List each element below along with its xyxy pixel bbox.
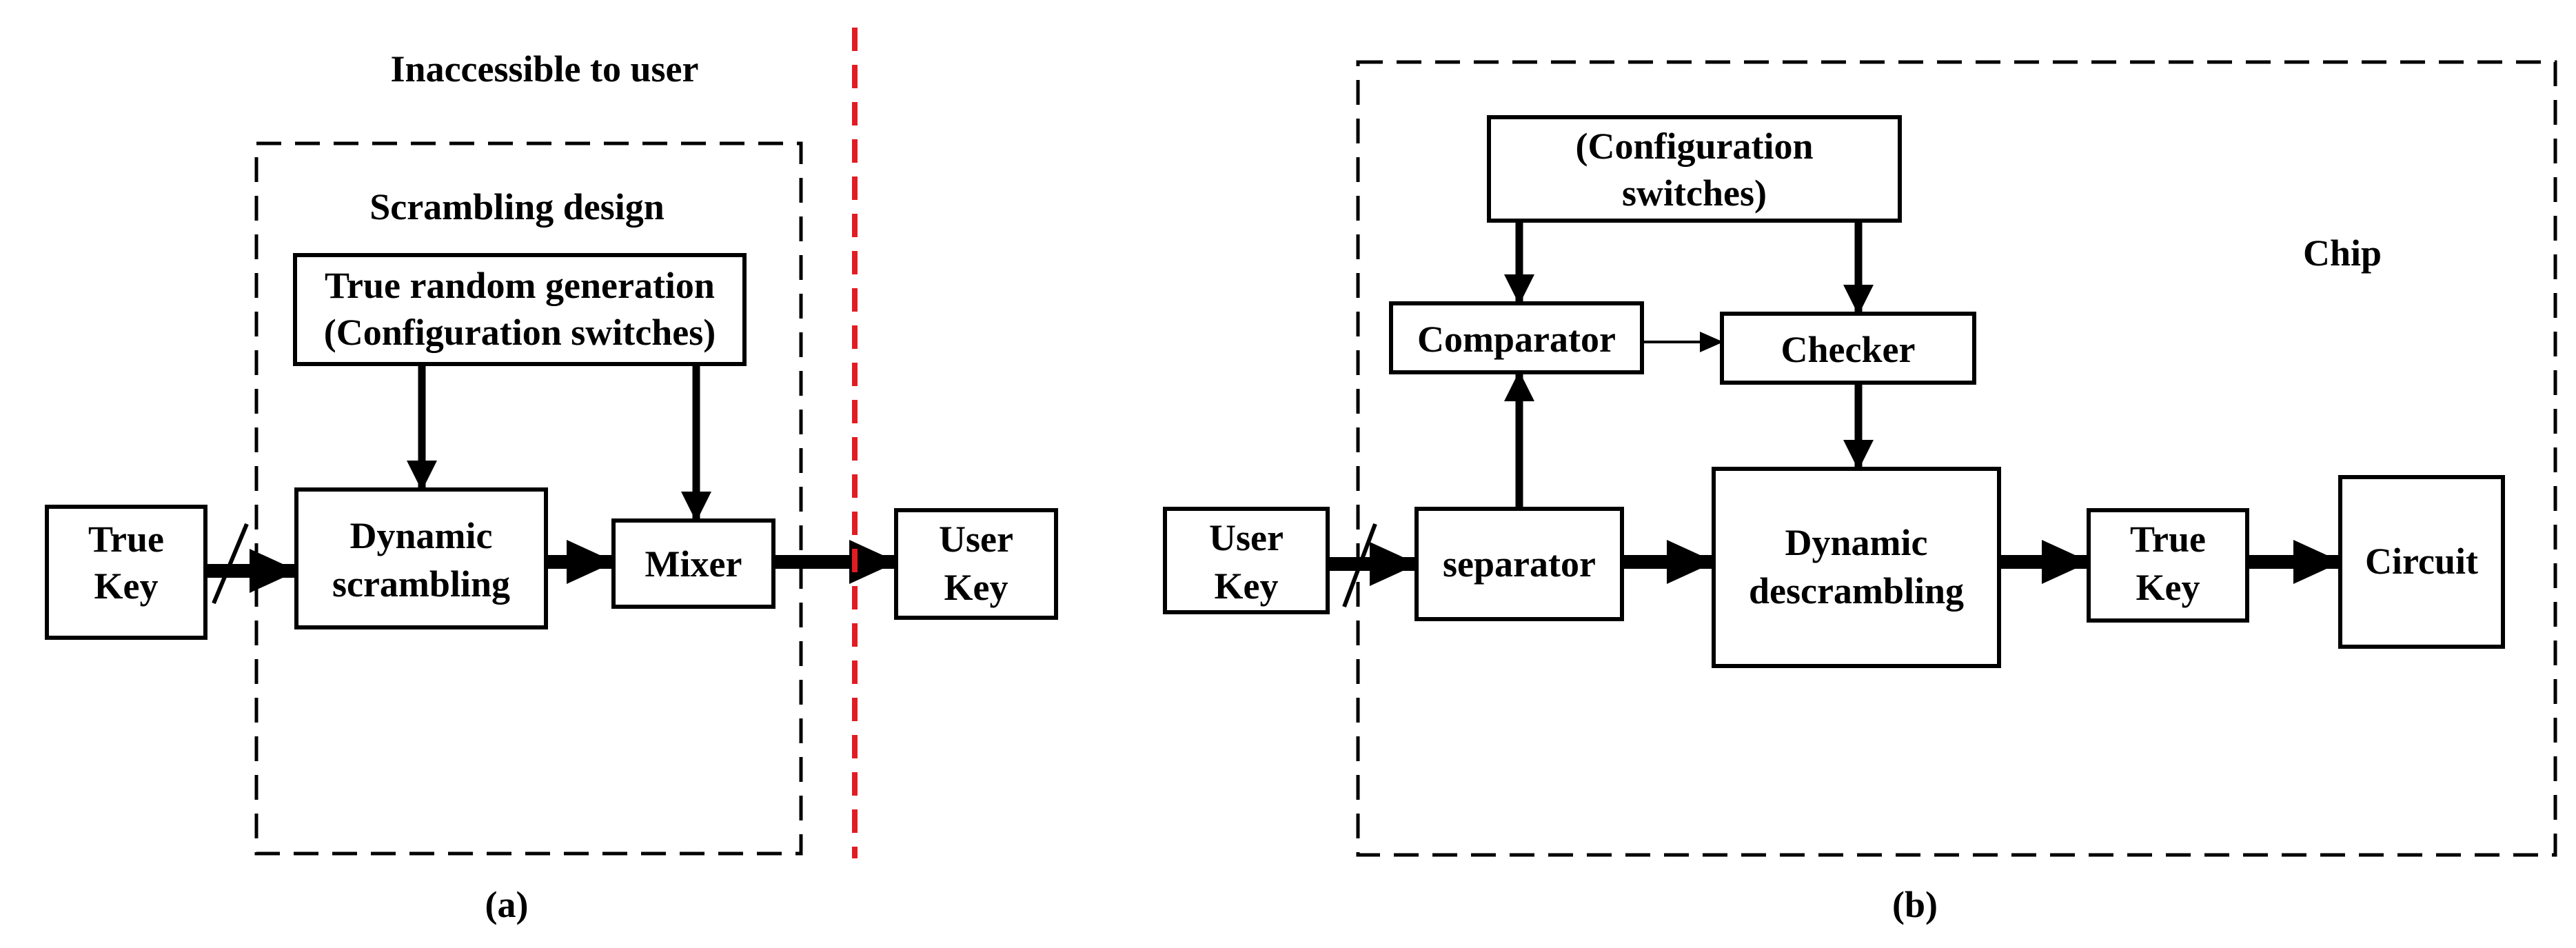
true-random-line2: (Configuration switches) [324,312,716,353]
dynamic-descrambling-line2: descrambling [1749,570,1964,612]
circuit-label: Circuit [2365,541,2478,582]
dynamic-descrambling-box [1712,467,2001,668]
circuit-box [2338,475,2505,649]
user-key-a-line1: User [939,518,1013,560]
comparator-label: Comparator [1417,319,1616,360]
chip-label: Chip [2303,232,2382,274]
checker-box [1720,312,1976,385]
panel-b: Chip (Configuration switches) Comparator… [1163,60,2557,925]
true-key-box-b [2087,508,2249,623]
true-random-generation-box [293,253,747,366]
true-random-line1: True random generation [325,265,715,306]
bus-slash-b [1342,523,1377,608]
user-key-a-line2: Key [944,567,1008,608]
dynamic-scrambling-line1: Dynamic [350,515,493,556]
dynamic-descrambling-line1: Dynamic [1785,522,1928,563]
panel-a: Inaccessible to user Scrambling design T… [45,48,1058,925]
config-switches-line2: switches) [1622,172,1767,214]
true-key-a-line1: True [88,518,164,560]
true-key-b-line1: True [2130,518,2206,560]
user-key-b-line2: Key [1215,565,1279,607]
dynamic-scrambling-box [294,487,548,629]
caption-a: (a) [485,884,529,925]
separator-label: separator [1443,543,1596,585]
true-key-a-line2: Key [94,565,159,607]
mixer-label: Mixer [645,543,742,585]
chip-region [1356,60,2557,857]
user-key-b-line1: User [1209,517,1284,558]
user-key-box-a [894,508,1058,620]
scrambling-design-label: Scrambling design [369,186,665,228]
config-switches-line1: (Configuration [1575,125,1813,167]
scrambling-design-region [254,141,803,856]
true-key-box-a [45,505,207,640]
dynamic-scrambling-line2: scrambling [332,563,510,605]
configuration-switches-box [1487,115,1902,223]
inaccessible-label: Inaccessible to user [391,48,699,90]
user-key-box-b [1163,507,1330,614]
bus-slash-a [212,523,249,605]
true-key-b-line2: Key [2136,567,2200,608]
checker-label: Checker [1781,329,1916,370]
caption-b: (b) [1892,884,1938,925]
